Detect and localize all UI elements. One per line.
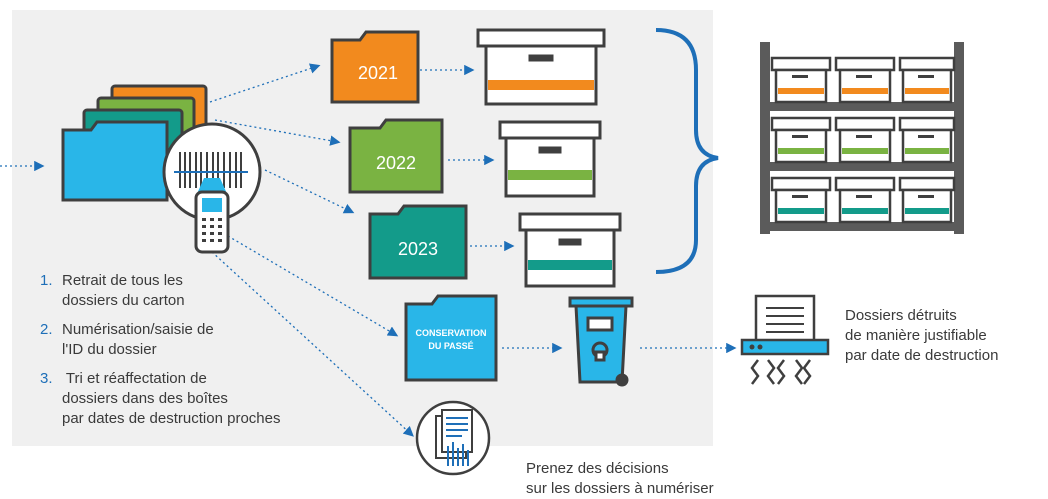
archive-box-orange-icon — [476, 28, 606, 106]
step-1-number: 1. — [40, 272, 53, 289]
folder-2021-icon — [330, 30, 420, 104]
step-2-line1: Numérisation/saisie de — [62, 321, 214, 338]
digitize-line1: Prenez des décisions — [526, 460, 669, 477]
conservation-line1: CONSERVATION — [415, 328, 487, 338]
destroyed-line2: de manière justifiable — [845, 327, 987, 344]
folder-conservation-icon — [404, 294, 498, 382]
step-2-number: 2. — [40, 321, 53, 338]
step-1-line1: Retrait de tous les — [62, 272, 183, 289]
step-3: 3. Tri et réaffectation de dossiers dans… — [40, 369, 280, 429]
step-3-line3: par dates de destruction proches — [62, 410, 281, 427]
secure-bin-icon — [568, 296, 634, 387]
conservation-label: CONSERVATION DU PASSÉ — [408, 327, 494, 353]
digitize-line2: sur les dossiers à numériser — [526, 480, 714, 497]
digitize-document-icon — [415, 400, 491, 476]
digitize-caption: Prenez des décisions sur les dossiers à … — [526, 459, 714, 499]
step-2: 2. Numérisation/saisie de l'ID du dossier — [40, 320, 214, 360]
folder-2022-label: 2022 — [375, 153, 417, 173]
barcode-scanner-icon — [162, 122, 262, 254]
archive-box-green-icon — [498, 120, 602, 198]
step-3-number: 3. — [40, 370, 53, 387]
folder-2023-icon — [368, 204, 468, 280]
shredder-icon — [740, 294, 830, 385]
step-1: 1. Retrait de tous les dossiers du carton — [40, 271, 185, 311]
step-3-line2: dossiers dans des boîtes — [62, 390, 228, 407]
flow-arrows — [0, 63, 737, 437]
folder-2023-label: 2023 — [397, 239, 439, 259]
archive-box-teal-icon — [518, 212, 622, 288]
step-2-line2: l'ID du dossier — [62, 341, 157, 358]
step-1-line2: dossiers du carton — [62, 292, 185, 309]
destroyed-line1: Dossiers détruits — [845, 307, 957, 324]
storage-shelf-icon — [760, 42, 964, 234]
folder-2021-label: 2021 — [357, 63, 399, 83]
folder-2022-icon — [348, 118, 444, 194]
destroyed-line3: par date de destruction — [845, 347, 999, 364]
conservation-line2: DU PASSÉ — [428, 341, 474, 351]
destroyed-caption: Dossiers détruits de manière justifiable… — [845, 306, 998, 366]
grouping-brace — [655, 28, 719, 274]
step-3-line1: Tri et réaffectation de — [62, 370, 207, 387]
